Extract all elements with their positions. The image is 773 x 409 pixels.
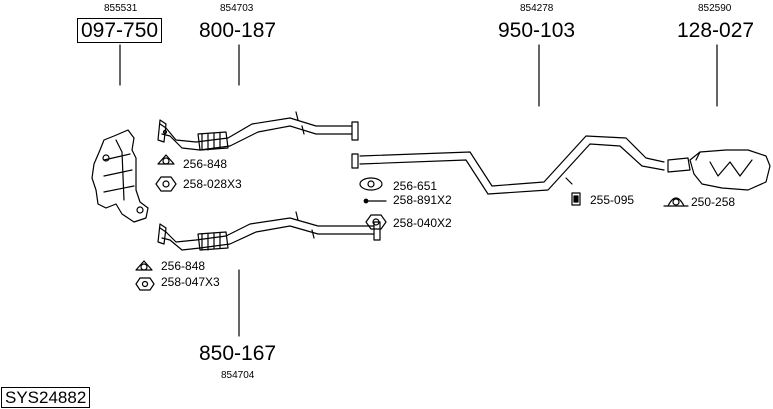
accessory-nut-lower: 258-047X3 [161,275,220,289]
accessory-gasket-center: 256-651 [393,179,438,193]
part-code-front-pipe-upper: 854703 [220,3,254,14]
part-code-rear-silencer: 852590 [698,3,732,14]
part-code-front-pipe-lower: 854704 [221,370,255,381]
nut-icon-lower [135,277,155,291]
part-number-front-pipe-upper: 800-187 [199,19,277,42]
front-pipe-upper-part [157,111,359,151]
part-number-catalyst: 097-750 [77,18,163,43]
bolt-icon-center [363,198,387,204]
gasket-icon-lower [135,260,153,271]
accessory-hanger: 255-095 [590,193,635,207]
accessory-nut-center: 258-040X2 [393,216,452,230]
part-number-center-pipe: 950-103 [498,19,576,42]
part-code-catalyst: 855531 [104,3,138,14]
nut-icon-upper [155,176,177,192]
front-pipe-lower-part [157,211,381,251]
part-number-front-pipe-lower: 850-167 [199,342,277,365]
center-pipe-part [351,135,665,195]
clamp-icon-rear [663,197,689,207]
system-code: SYS24882 [1,387,91,408]
catalyst-part [91,129,149,223]
accessory-gasket-lower: 256-848 [161,259,206,273]
part-number-rear-silencer: 128-027 [677,19,755,42]
gasket-icon-center [359,177,383,191]
accessory-gasket-upper: 256-848 [183,157,228,171]
accessory-nut-upper: 258-028X3 [183,177,242,191]
rear-silencer-part [667,149,771,191]
part-code-center-pipe: 854278 [520,3,554,14]
nut-icon-center [365,214,387,230]
accessory-bolt-center: 258-891X2 [393,193,452,207]
gasket-icon-upper [157,154,175,165]
hanger-icon [571,192,581,206]
accessory-clamp-rear: 250-258 [691,195,736,209]
